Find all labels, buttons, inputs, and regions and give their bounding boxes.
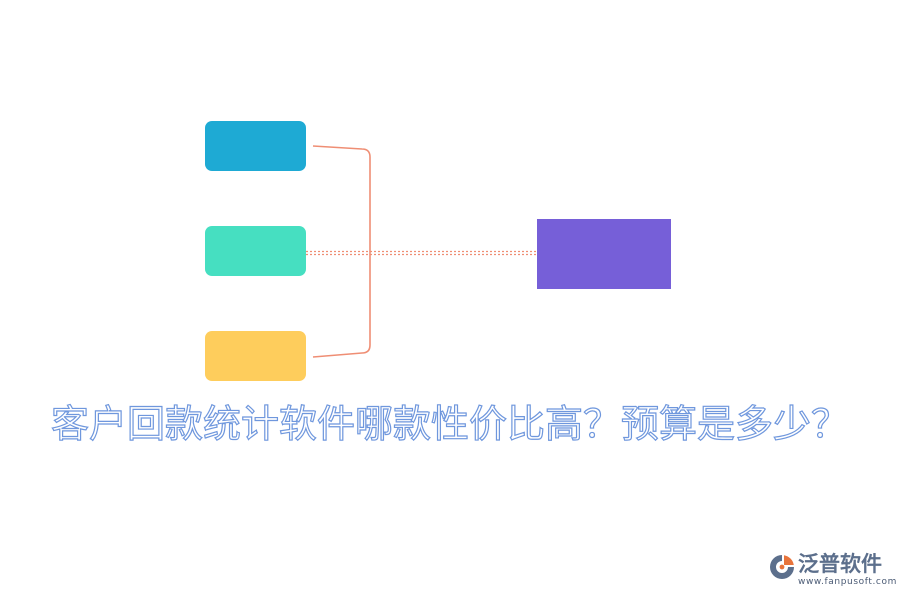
logo-brand-name: 泛普软件 <box>798 552 882 576</box>
brand-logo[interactable]: 泛普软件 www.fanpusoft.com <box>768 550 897 590</box>
fanpu-logo-icon <box>770 555 794 579</box>
target-box <box>537 219 671 289</box>
source-box-3 <box>205 331 306 381</box>
logo-website-url: www.fanpusoft.com <box>798 577 897 587</box>
bracket-connector <box>312 145 371 358</box>
source-box-2 <box>205 226 306 276</box>
source-box-1 <box>205 121 306 171</box>
headline-title: 客户回款统计软件哪款性价比高？预算是多少？ <box>50 401 849 446</box>
